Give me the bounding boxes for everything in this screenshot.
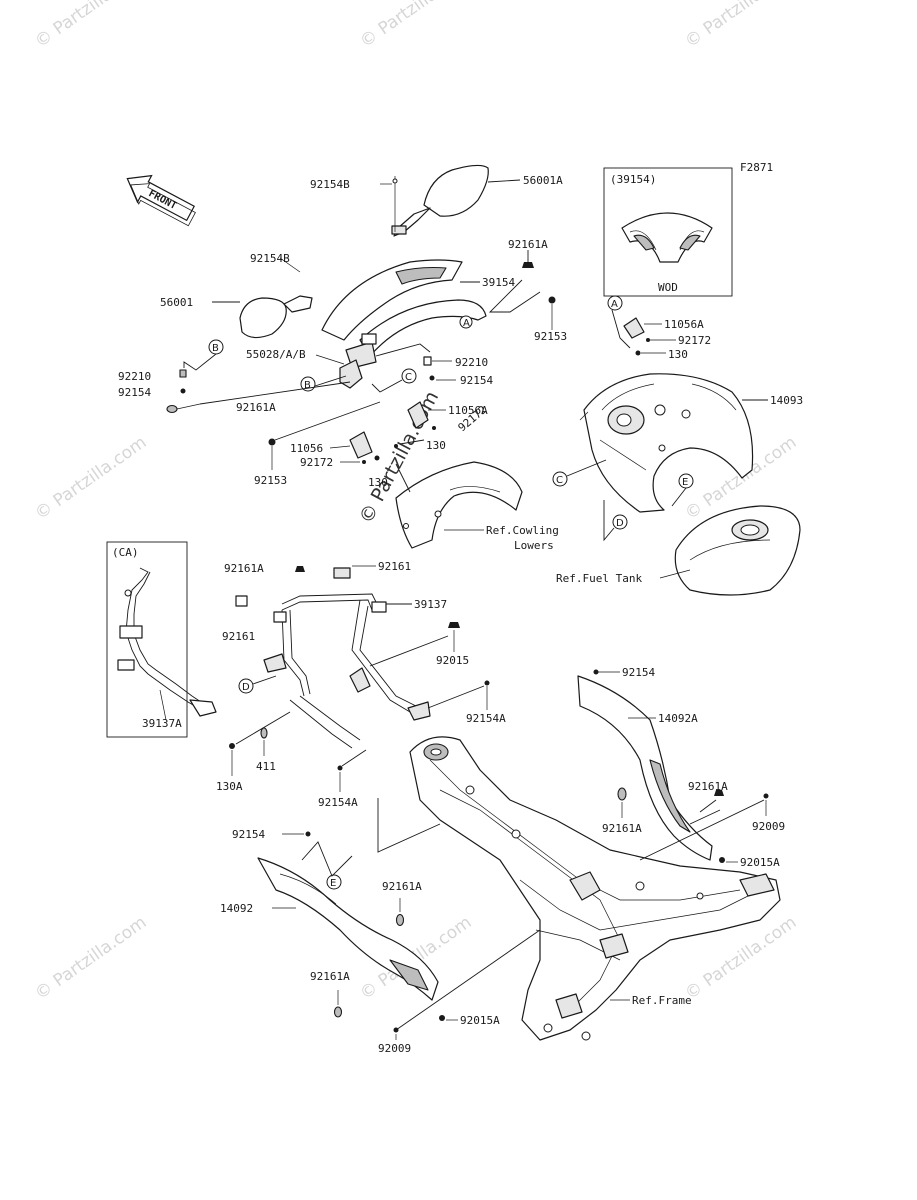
label-92161A-bottomleft2: 92161A [310,970,350,983]
label-92154-rightcover: 92154 [622,666,655,679]
label-92161-left-bracket: 92161 [222,630,255,643]
label-92154-bottomleft: 92154 [232,828,265,841]
subframe-39137: 39137 92161A 92161 92161 D [222,560,447,749]
label-39154: 39154 [482,276,515,289]
label-92161A-rightleft: 92161A [602,822,642,835]
label-39137: 39137 [414,598,447,611]
label-11056A-right: 11056A [664,318,704,331]
callout-B: B [212,343,219,354]
ref-frame: Ref.Frame [632,994,692,1007]
windshield-39154: 39154 [321,259,515,341]
watermark: © Partzilla.com [356,0,475,52]
label-14092A: 14092A [658,712,698,725]
label-92153-left: 92153 [254,474,287,487]
watermark: © Partzilla.com [681,0,800,52]
label-92015A-bottom: 92015A [460,1014,500,1027]
figure-code: F2871 [740,161,773,174]
left-b-group: B 92210 92154 [118,339,224,399]
mirror-56001A: 56001A 92154B [310,164,563,237]
label-92161A-left: 92161A [236,401,276,414]
center-upper-group: 55028/A/B 92210 92154 C B 92161A [166,343,493,414]
callout-D-left: D [242,682,250,693]
fuel-tank-ref: Ref.Fuel Tank [556,505,801,596]
main-frame-ref: Ref.Frame [377,736,781,1041]
inset-ca-label: (CA) [112,546,139,559]
label-130A: 130A [216,780,243,793]
label-39137A: 39137A [142,717,182,730]
side-cover-14092: 92154 E 14092 92161A 92161A 92009 92015A [220,828,541,1055]
side-cover-14092A: 92154 14092A 92161A 92161A 92009 92015A [577,666,785,869]
label-92210-left: 92210 [118,370,151,383]
label-411: 411 [256,760,276,773]
bracket-fasteners: 92015 92154A 130A 411 92154A [216,622,506,809]
label-92154B-mid: 92154B [250,252,290,265]
label-92154-right: 92154 [460,374,493,387]
label-92172-right: 92172 [678,334,711,347]
inset-39154-caption: WOD [658,281,678,294]
ref-cowling-line1: Ref.Cowling [486,524,559,537]
front-arrow: FRONT [126,174,196,227]
label-92161A-bracket: 92161A [224,562,264,575]
callout-C: C [405,372,412,383]
label-92172-middle2: 92172 [300,456,333,469]
label-92153-right: 92153 [534,330,567,343]
label-130-middle: 130 [426,439,446,452]
callout-A: A [463,318,470,329]
watermark: © Partzilla.com [31,0,150,52]
label-130-right: 130 [668,348,688,361]
label-56001A: 56001A [523,174,563,187]
callout-E-right: E [682,477,688,488]
callout-C-right: C [556,475,563,486]
callout-B-center: B [304,380,311,391]
label-92210-right: 92210 [455,356,488,369]
label-92161-bracket: 92161 [378,560,411,573]
label-92154-left: 92154 [118,386,151,399]
callout-A-right: A [611,299,618,310]
cowling-lower-ref: Ref.Cowling Lowers [395,461,559,552]
label-56001: 56001 [160,296,193,309]
label-92009-right: 92009 [752,820,785,833]
label-92161A-top: 92161A [508,238,548,251]
inset-ca: (CA) 39137A [106,541,217,738]
inset-39154-label: (39154) [610,173,656,186]
label-92161A-rightright: 92161A [688,780,728,793]
label-92009-bottom: 92009 [378,1042,411,1055]
label-92015: 92015 [436,654,469,667]
label-92154A-left: 92154A [318,796,358,809]
mirror-56001: 56001 92154B [160,252,313,339]
label-92154A-right: 92154A [466,712,506,725]
label-14093: 14093 [770,394,803,407]
callout-E-left: E [330,878,336,889]
bracket-a-group: A 11056A 92172 130 [607,295,711,361]
callout-D-right: D [616,518,624,529]
label-92161A-bottomleft: 92161A [382,880,422,893]
inner-cover-14093: 14093 C D E [552,373,803,542]
label-92015A-right: 92015A [740,856,780,869]
label-92154B-top: 92154B [310,178,350,191]
label-11056A-middle: 11056A [448,404,488,417]
label-14092: 14092 [220,902,253,915]
label-130-middle2: 130 [368,476,388,489]
watermark: © Partzilla.com [31,432,150,524]
ref-fuel-tank: Ref.Fuel Tank [556,572,642,585]
label-55028: 55028/A/B [246,348,306,361]
inset-39154: (39154) WOD [603,167,733,297]
watermark: © Partzilla.com [31,912,150,1004]
bolts-right-top: 92161A 92153 [488,238,567,343]
label-11056-middle: 11056 [290,442,323,455]
ref-cowling-line2: Lowers [514,539,554,552]
